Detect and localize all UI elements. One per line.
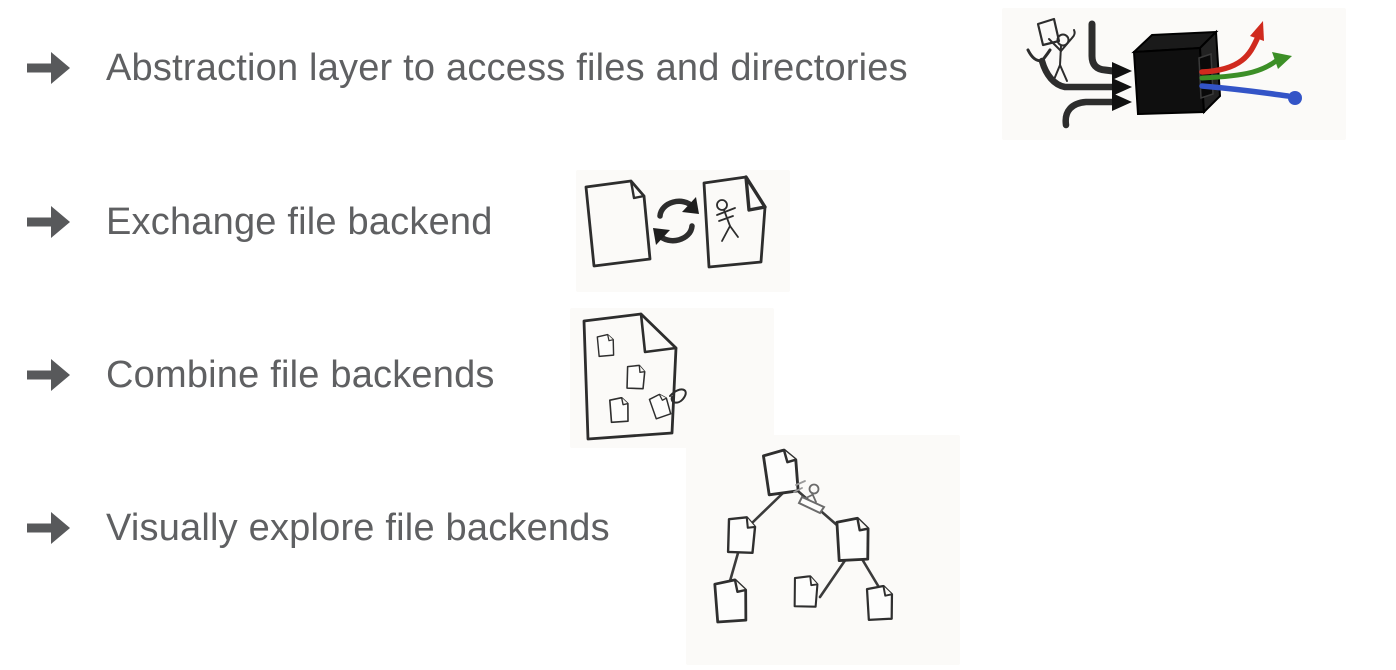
document-icon xyxy=(584,179,652,268)
abstraction-black-box-illustration xyxy=(1002,8,1346,140)
bullet-item-explore: Visually explore file backends xyxy=(26,504,610,552)
nested-document-icon xyxy=(625,363,646,390)
combine-backends-illustration xyxy=(570,308,774,448)
stick-figure-icon xyxy=(716,199,739,242)
leaf-document-icon xyxy=(792,574,819,609)
arrow-bullet-icon xyxy=(27,512,70,544)
container-document-icon xyxy=(582,312,678,441)
arrow-bullet-icon xyxy=(27,206,70,238)
arrow-bullet-icon xyxy=(27,359,70,391)
input-arrows-icon xyxy=(1026,20,1132,129)
lasso-loop-icon xyxy=(669,388,687,404)
leaf-document-icon xyxy=(865,584,894,622)
nested-document-icon xyxy=(596,333,616,358)
bullet-item-exchange: Exchange file backend xyxy=(26,198,493,246)
child-document-icon xyxy=(726,515,757,555)
document-with-figure-icon xyxy=(702,175,767,269)
nested-document-icon xyxy=(608,396,630,424)
sync-arrows-icon xyxy=(653,197,699,245)
attached-document-icon xyxy=(648,391,673,420)
arrow-bullet-icon xyxy=(27,52,70,84)
output-arrows-icon xyxy=(1199,21,1302,105)
leaf-document-icon xyxy=(713,577,749,624)
bullet-text: Combine file backends xyxy=(106,354,495,396)
exchange-backend-illustration xyxy=(576,170,790,292)
bullet-item-combine: Combine file backends xyxy=(26,351,495,399)
bullet-item-abstraction: Abstraction layer to access files and di… xyxy=(26,44,908,92)
root-document-icon xyxy=(761,447,802,497)
bullet-text: Visually explore file backends xyxy=(106,507,610,549)
sliding-figure-icon xyxy=(793,480,826,515)
blue-endpoint-dot xyxy=(1288,91,1302,105)
child-document-icon xyxy=(835,516,871,563)
document-tree-illustration xyxy=(686,435,960,665)
bullet-text: Abstraction layer to access files and di… xyxy=(106,47,908,89)
bullet-text: Exchange file backend xyxy=(106,201,493,243)
